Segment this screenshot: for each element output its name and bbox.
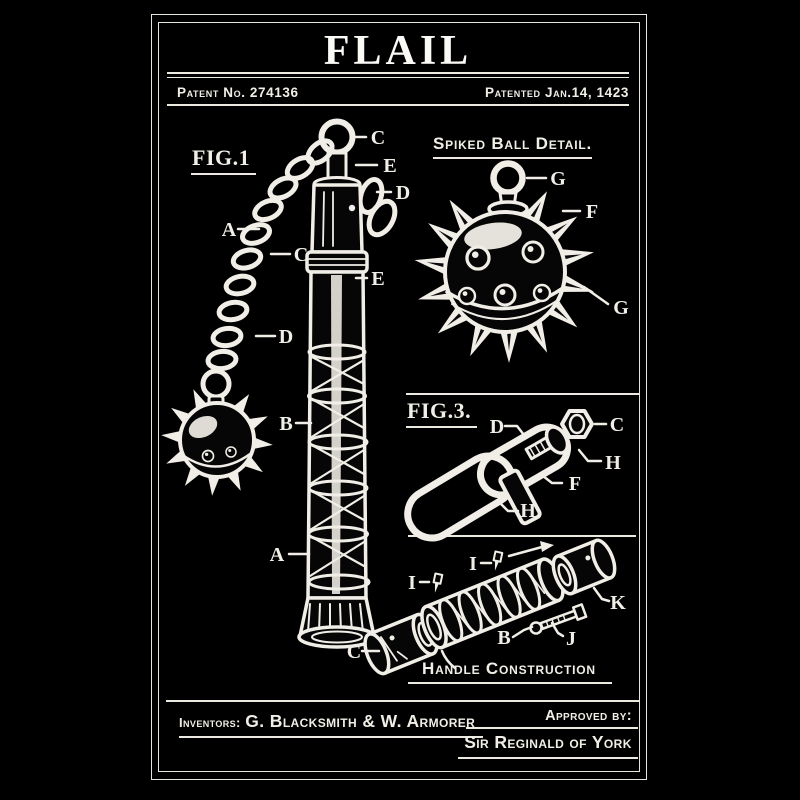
patent-number: Patent No. 274136 [177,85,299,100]
fig1-flail-drawing [160,118,398,649]
part-label-fig1-c2: C [294,244,308,266]
fig3-heading: FIG.3. [406,398,478,428]
part-label-handle-i1: I [469,553,477,575]
link-gate-sleeve [498,468,542,526]
spiked-ball-detail-drawing [412,160,598,364]
part-label-fig3-f: F [569,473,581,495]
part-label-fig3-c: C [610,414,624,436]
part-label-fig1-d2: D [279,326,293,348]
part-label-fig1-e2: E [371,268,384,290]
washer [544,425,570,455]
part-label-fig1-a2: A [270,544,285,566]
approved-block: Approved by: Sir Reginald of York [452,708,638,759]
handle-construction-drawing [363,538,617,676]
part-label-fig3-d: D [490,416,504,438]
part-label-detail-f: F [586,201,598,223]
right-end-cap [551,538,617,596]
fig3-box-bottom-line [408,535,636,537]
spiked-ball-heading: Spiked Ball Detail. [433,134,593,159]
part-label-fig1-d1: D [396,182,410,204]
poster-frame-inner [158,22,640,772]
inventors-names: G. Blacksmith & W. Armorer [245,711,476,731]
segment-stack [420,557,565,650]
fig3-box-top-line [406,393,639,395]
part-label-handle-c: C [347,641,361,663]
inventors-label: Inventors: [179,715,241,730]
assembly-arrow [507,541,554,558]
handle-construction-heading: Handle Construction [408,659,612,684]
dowel-pin-2 [430,572,444,595]
hex-nut [560,409,594,439]
approver-name: Sir Reginald of York [458,732,638,759]
part-label-handle-b: B [497,627,510,649]
small-bolt [529,603,588,635]
part-label-fig1-a1: A [222,219,237,241]
fig1-spiked-ball [160,385,274,497]
part-labels: C E D A C D E B A G F G D C H F H I I K … [222,127,629,663]
poster-frame-outer [151,14,647,780]
heading-pointer [440,649,457,670]
part-label-handle-i2: I [408,572,416,594]
dowel-pin-1 [490,550,504,573]
part-label-fig1-e1: E [383,155,396,177]
part-label-fig1-b: B [279,413,292,435]
poster-title: FLAIL [323,28,473,74]
fig3-link-drawing [404,409,594,542]
fig1-heading: FIG.1 [191,145,257,175]
part-label-fig1-c1: C [371,127,385,149]
patent-date: Patented Jan.14, 1423 [485,85,629,100]
part-label-detail-g1: G [550,168,566,190]
pommel-ring [318,118,356,156]
approved-by-label: Approved by: [466,708,638,729]
footer-rule [166,700,640,702]
left-end-cap [363,612,439,676]
title-rule-1 [167,72,629,74]
part-label-handle-k: K [610,592,626,614]
part-label-fig3-h1: H [605,452,621,474]
leader-lines [236,135,611,653]
header-rule [167,104,629,106]
inventors-line: Inventors: G. Blacksmith & W. Armorer [179,711,484,738]
part-label-fig3-h2: H [520,500,536,522]
flail-handle [297,176,377,649]
title-rule-2 [167,76,629,78]
part-label-handle-j: J [566,628,576,650]
part-label-detail-g2: G [613,297,629,319]
